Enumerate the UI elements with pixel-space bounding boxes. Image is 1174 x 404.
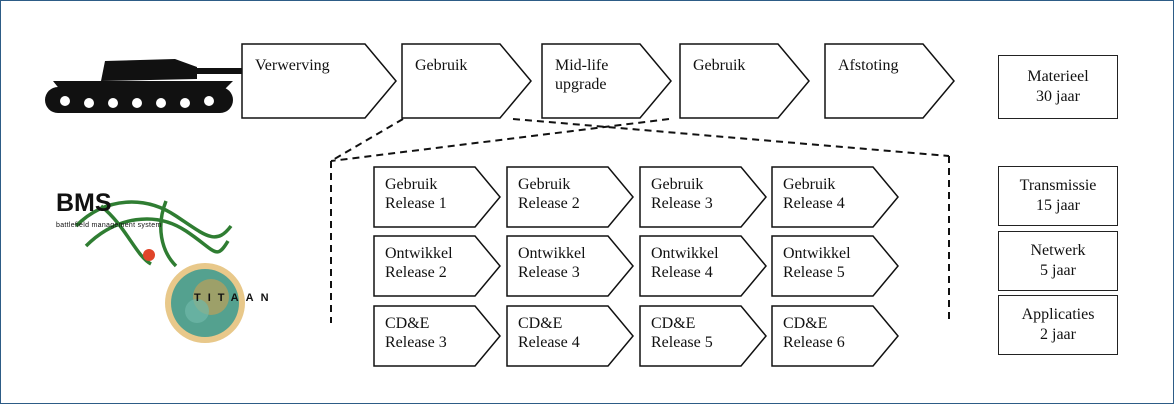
release-ontwikkel-3: Ontwikkel Release 4 — [639, 235, 767, 297]
bms-logo: BMS battlefield management system — [56, 186, 236, 276]
lifetime-netwerk: Netwerk 5 jaar — [998, 231, 1118, 291]
release-cde-3-label: CD&E Release 5 — [651, 315, 713, 351]
release-ontwikkel-4: Ontwikkel Release 5 — [771, 235, 899, 297]
release-gebruik-4: Gebruik Release 4 — [771, 166, 899, 228]
dashed-connector-right-diagonal — [512, 118, 950, 157]
dashed-connector-cross-diagonal — [330, 118, 670, 162]
phase-afstoting: Afstoting — [824, 43, 955, 119]
release-ontwikkel-3-shape — [639, 235, 767, 297]
titaan-logo: TITAAN — [161, 261, 301, 346]
release-ontwikkel-2-shape — [506, 235, 634, 297]
lifetime-transmissie-label: Transmissie 15 jaar — [1019, 177, 1097, 214]
release-ontwikkel-3-label: Ontwikkel Release 4 — [651, 245, 719, 281]
release-gebruik-4-shape — [771, 166, 899, 228]
phase-gebruik-1-label: Gebruik — [415, 57, 468, 74]
release-cde-2-label: CD&E Release 4 — [518, 315, 580, 351]
phase-mid-life-upgrade-label: Mid-life upgrade — [555, 57, 609, 93]
phase-verwerving-label: Verwerving — [255, 57, 330, 74]
release-ontwikkel-1-label: Ontwikkel Release 2 — [385, 245, 453, 281]
bms-logo-text: BMS — [56, 189, 112, 217]
release-ontwikkel-2-label: Ontwikkel Release 3 — [518, 245, 586, 281]
release-gebruik-2: Gebruik Release 2 — [506, 166, 634, 228]
phase-gebruik-2: Gebruik — [679, 43, 810, 119]
lifetime-applicaties-label: Applicaties 2 jaar — [1021, 306, 1095, 343]
release-gebruik-1: Gebruik Release 1 — [373, 166, 501, 228]
lifetime-netwerk-label: Netwerk 5 jaar — [1030, 242, 1086, 279]
lifetime-transmissie: Transmissie 15 jaar — [998, 166, 1118, 226]
release-ontwikkel-1-shape — [373, 235, 501, 297]
phase-afstoting-label: Afstoting — [838, 57, 899, 74]
release-cde-1: CD&E Release 3 — [373, 305, 501, 367]
release-ontwikkel-2: Ontwikkel Release 3 — [506, 235, 634, 297]
release-cde-4-shape — [771, 305, 899, 367]
phase-gebruik-1-shape — [401, 43, 532, 119]
lifetime-materieel: Materieel 30 jaar — [998, 55, 1118, 119]
phase-gebruik-2-shape — [679, 43, 810, 119]
release-cde-3: CD&E Release 5 — [639, 305, 767, 367]
phase-gebruik-1: Gebruik — [401, 43, 532, 119]
release-cde-3-shape — [639, 305, 767, 367]
release-ontwikkel-4-label: Ontwikkel Release 5 — [783, 245, 851, 281]
release-gebruik-1-label: Gebruik Release 1 — [385, 176, 447, 212]
phase-verwerving-shape — [241, 43, 397, 119]
bms-logo-subtitle: battlefield management system — [56, 222, 162, 229]
dashed-connector-left-diagonal — [330, 118, 404, 162]
release-cde-1-label: CD&E Release 3 — [385, 315, 447, 351]
tank-icon — [45, 59, 243, 113]
release-ontwikkel-4-shape — [771, 235, 899, 297]
release-cde-1-shape — [373, 305, 501, 367]
phase-gebruik-2-label: Gebruik — [693, 57, 746, 74]
release-gebruik-4-label: Gebruik Release 4 — [783, 176, 845, 212]
release-gebruik-3: Gebruik Release 3 — [639, 166, 767, 228]
phase-mid-life-upgrade-shape — [541, 43, 672, 119]
lifetime-applicaties: Applicaties 2 jaar — [998, 295, 1118, 355]
phase-verwerving: Verwerving — [241, 43, 397, 119]
release-gebruik-3-label: Gebruik Release 3 — [651, 176, 713, 212]
release-gebruik-1-shape — [373, 166, 501, 228]
titaan-logo-text: TITAAN — [194, 292, 276, 304]
phase-afstoting-shape — [824, 43, 955, 119]
release-cde-2: CD&E Release 4 — [506, 305, 634, 367]
release-cde-4: CD&E Release 6 — [771, 305, 899, 367]
release-cde-2-shape — [506, 305, 634, 367]
lifetime-materieel-label: Materieel 30 jaar — [1027, 68, 1089, 105]
release-ontwikkel-1: Ontwikkel Release 2 — [373, 235, 501, 297]
release-gebruik-2-label: Gebruik Release 2 — [518, 176, 580, 212]
release-gebruik-2-shape — [506, 166, 634, 228]
release-gebruik-3-shape — [639, 166, 767, 228]
release-cde-4-label: CD&E Release 6 — [783, 315, 845, 351]
phase-mid-life-upgrade: Mid-life upgrade — [541, 43, 672, 119]
